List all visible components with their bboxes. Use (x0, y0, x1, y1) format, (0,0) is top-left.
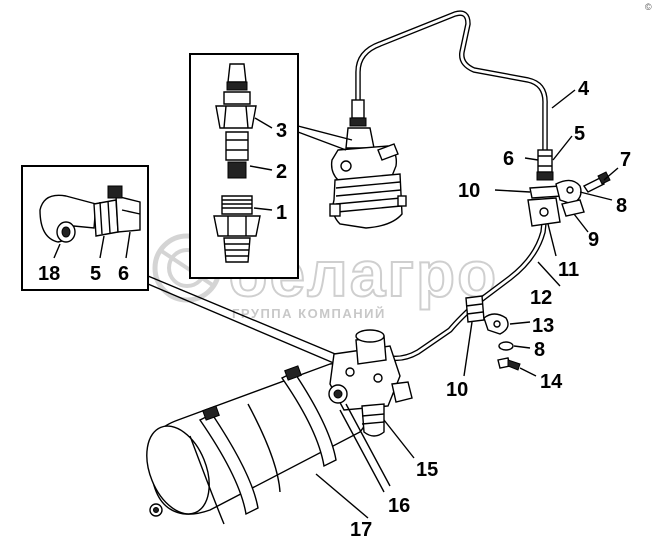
callout-15: 15 (416, 459, 438, 481)
callout-6-upper: 6 (503, 148, 514, 170)
callout-16: 16 (388, 495, 410, 517)
callout-2: 2 (276, 161, 287, 183)
lower-clamp-area (463, 295, 537, 377)
callout-9: 9 (588, 229, 599, 251)
corner-mark: © (645, 2, 652, 12)
watermark-subtitle: ГРУППА КОМПАНИЙ (232, 306, 386, 321)
callout-6-inset: 6 (118, 263, 129, 285)
callout-13: 13 (532, 315, 554, 337)
callouts: 3 2 1 4 5 6 7 8 9 10 11 12 13 8 14 10 15… (38, 78, 631, 541)
callout-3: 3 (276, 120, 287, 142)
upper-fitting-block (494, 89, 619, 287)
inset-elbow (21, 165, 341, 365)
callout-17: 17 (350, 519, 372, 541)
callout-18: 18 (38, 263, 60, 285)
callout-10-upper: 10 (458, 180, 480, 202)
inset-fittings (189, 53, 353, 279)
pipe-lower (387, 211, 548, 362)
tank-valve (328, 329, 415, 493)
callout-1: 1 (276, 202, 287, 224)
callout-12: 12 (530, 287, 552, 309)
callout-10-lower: 10 (446, 379, 468, 401)
callout-8-upper: 8 (616, 195, 627, 217)
callout-4: 4 (578, 78, 590, 100)
callout-7: 7 (620, 149, 631, 171)
pipe-upper (355, 10, 548, 153)
pressure-regulator (329, 99, 407, 229)
air-tank (146, 362, 373, 525)
callout-5-upper: 5 (574, 123, 585, 145)
callout-11: 11 (558, 259, 579, 281)
callout-8-lower: 8 (534, 339, 545, 361)
callout-14: 14 (540, 371, 563, 393)
callout-5-inset: 5 (90, 263, 101, 285)
